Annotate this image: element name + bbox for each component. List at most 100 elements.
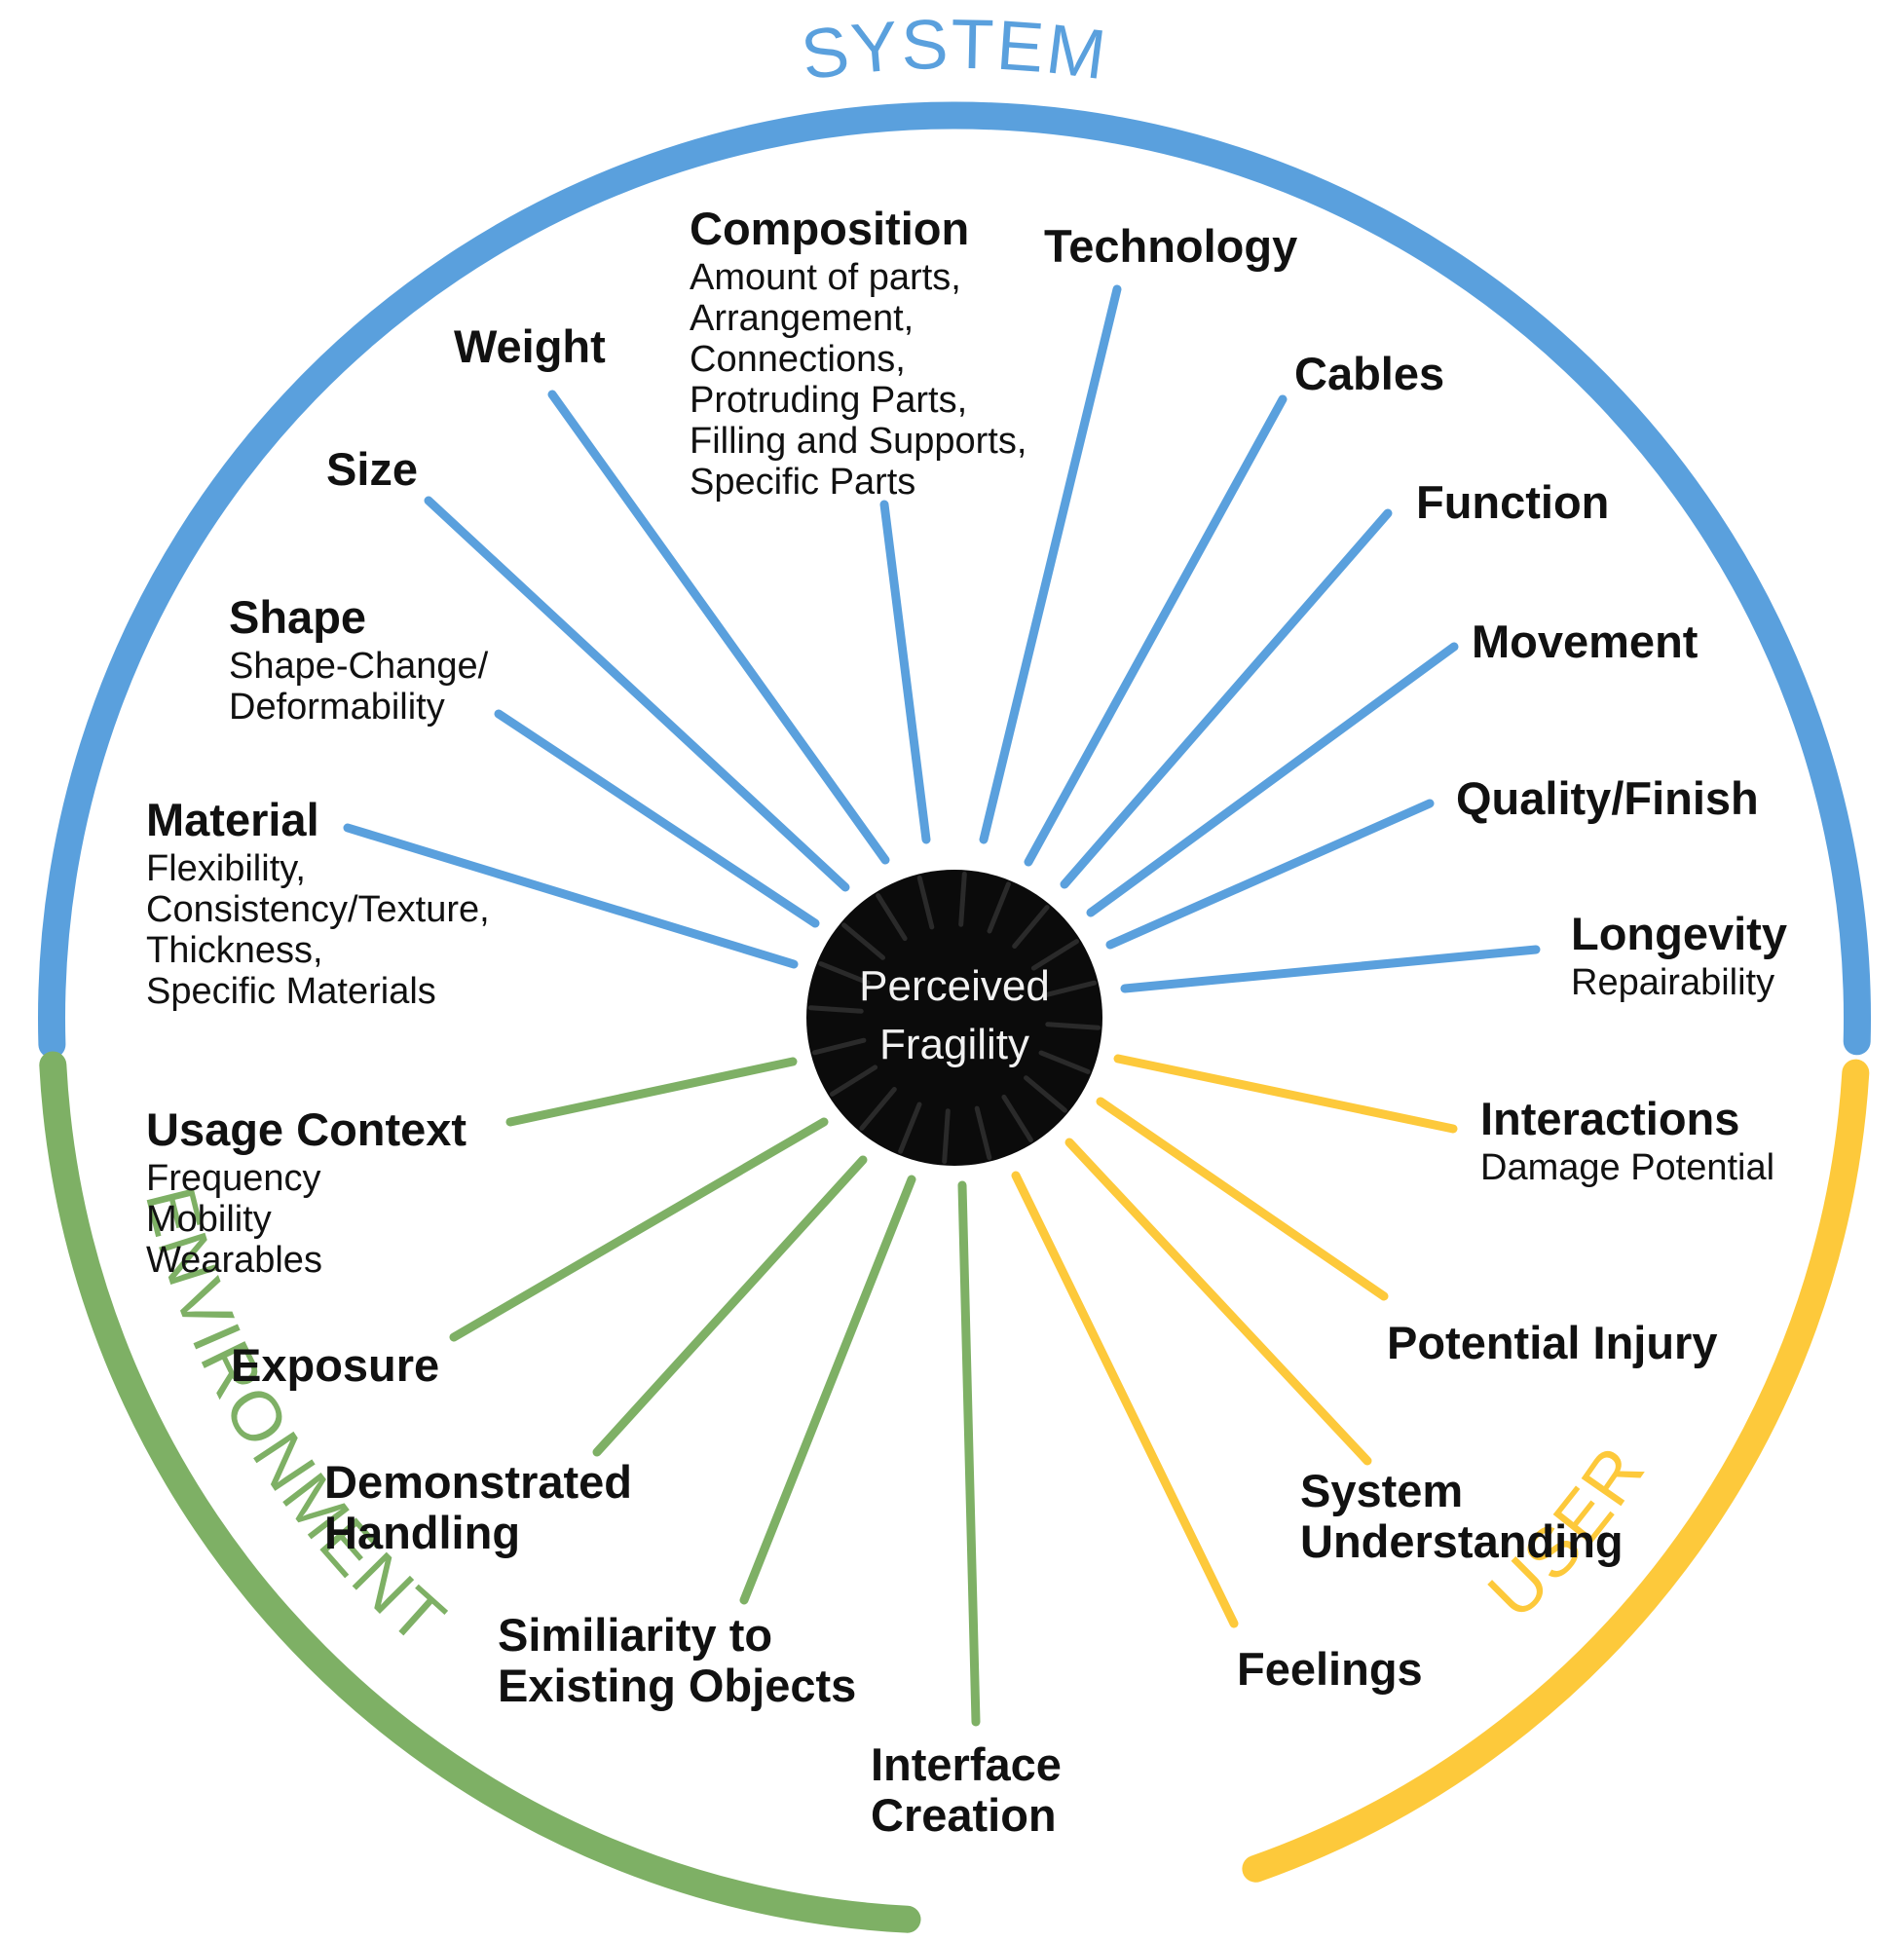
interface-creation-title: Interface — [871, 1738, 1062, 1790]
center-shading-stroke — [830, 1064, 878, 1097]
system-understanding-spoke — [1064, 1138, 1372, 1466]
system-arc — [38, 101, 1872, 1059]
usage-context-spoke — [505, 1057, 798, 1127]
center-label-line: Perceived — [859, 962, 1050, 1010]
demonstrated-handling-spoke — [592, 1155, 868, 1457]
shape-detail: Shape-Change/ — [229, 646, 489, 687]
movement-title: Movement — [1472, 616, 1699, 667]
usage-context-detail: Mobility — [146, 1199, 272, 1240]
function-spoke — [1060, 508, 1393, 889]
material-title: Material — [146, 794, 319, 845]
cables-spoke — [1024, 394, 1288, 867]
center-shading-stroke — [807, 1005, 864, 1014]
demonstrated-handling-title: Handling — [324, 1507, 520, 1558]
movement-spoke — [1086, 642, 1459, 917]
center-shading-stroke — [1001, 1094, 1033, 1142]
center-shading-stroke — [958, 871, 967, 927]
system-category-label: SYSTEM — [797, 6, 1111, 95]
longevity-spoke — [1120, 945, 1541, 993]
center-shading-stroke — [859, 1087, 897, 1131]
interactions-detail: Damage Potential — [1480, 1147, 1774, 1188]
interactions-title: Interactions — [1480, 1093, 1739, 1144]
exposure-title: Exposure — [231, 1339, 439, 1391]
quality-title: Quality/Finish — [1456, 772, 1759, 824]
weight-label-group: Weight — [454, 320, 606, 372]
usage-context-detail: Wearables — [146, 1240, 322, 1281]
composition-detail: Arrangement, — [690, 298, 914, 339]
similarity-spoke — [739, 1175, 916, 1605]
similarity-title: Similiarity to — [498, 1609, 772, 1661]
center-shading-stroke — [841, 922, 885, 960]
composition-title: Composition — [690, 203, 969, 254]
exposure-label-group: Exposure — [231, 1339, 439, 1391]
shape-detail: Deformability — [229, 687, 445, 728]
center-shading-stroke — [942, 1108, 951, 1165]
technology-spoke — [979, 284, 1122, 844]
composition-spoke — [879, 500, 931, 844]
center-shading-stroke — [1024, 1075, 1067, 1113]
feelings-title: Feelings — [1237, 1643, 1423, 1695]
user-arc — [1242, 1059, 1870, 1883]
material-label-group: MaterialFlexibility,Consistency/Texture,… — [146, 794, 490, 1012]
material-detail: Flexibility, — [146, 848, 306, 889]
technology-label-group: Technology — [1044, 220, 1297, 272]
interface-creation-spoke — [957, 1180, 981, 1727]
weight-spoke — [547, 390, 890, 865]
usage-context-title: Usage Context — [146, 1103, 467, 1155]
feelings-spoke — [1011, 1171, 1239, 1628]
function-title: Function — [1416, 476, 1609, 528]
composition-detail: Protruding Parts, — [690, 380, 967, 421]
center-shading-stroke — [1045, 1022, 1101, 1030]
center-shading-stroke — [1030, 939, 1079, 971]
center-shading-stroke — [898, 1102, 922, 1154]
quality-spoke — [1105, 799, 1435, 950]
center-circle — [806, 870, 1102, 1166]
usage-context-detail: Frequency — [146, 1158, 321, 1199]
center-shading-stroke — [876, 893, 908, 942]
composition-detail: Specific Parts — [690, 462, 915, 503]
center-shading-stroke — [1012, 905, 1050, 949]
material-detail: Specific Materials — [146, 971, 436, 1012]
composition-detail: Filling and Supports, — [690, 421, 1027, 462]
size-title: Size — [326, 443, 418, 495]
size-spoke — [424, 496, 850, 892]
center-shading-stroke — [974, 1105, 992, 1161]
environment-arc — [39, 1051, 921, 1933]
demonstrated-handling-title: Demonstrated — [324, 1456, 632, 1508]
cables-title: Cables — [1294, 348, 1444, 399]
interface-creation-title: Creation — [871, 1789, 1057, 1841]
center-shading-stroke — [916, 875, 935, 930]
exposure-spoke — [449, 1117, 829, 1342]
center-shading-stroke — [987, 881, 1011, 934]
potential-injury-label-group: Potential Injury — [1387, 1317, 1718, 1368]
longevity-title: Longevity — [1571, 908, 1787, 959]
center-shading-stroke — [1038, 1050, 1091, 1074]
movement-label-group: Movement — [1472, 616, 1699, 667]
quality-label-group: Quality/Finish — [1456, 772, 1759, 824]
potential-injury-title: Potential Injury — [1387, 1317, 1718, 1368]
shape-title: Shape — [229, 591, 366, 643]
technology-title: Technology — [1044, 220, 1297, 272]
function-label-group: Function — [1416, 476, 1609, 528]
center-shading-stroke — [1042, 980, 1098, 998]
system-understanding-title: Understanding — [1300, 1515, 1624, 1567]
center-shading-stroke — [811, 1037, 867, 1056]
size-label-group: Size — [326, 443, 418, 495]
system-category-text: SYSTEM — [797, 6, 1109, 95]
center-label-line: Fragility — [879, 1021, 1029, 1068]
cables-label-group: Cables — [1294, 348, 1444, 399]
feelings-label-group: Feelings — [1237, 1643, 1423, 1695]
center-shading-stroke — [818, 961, 871, 986]
